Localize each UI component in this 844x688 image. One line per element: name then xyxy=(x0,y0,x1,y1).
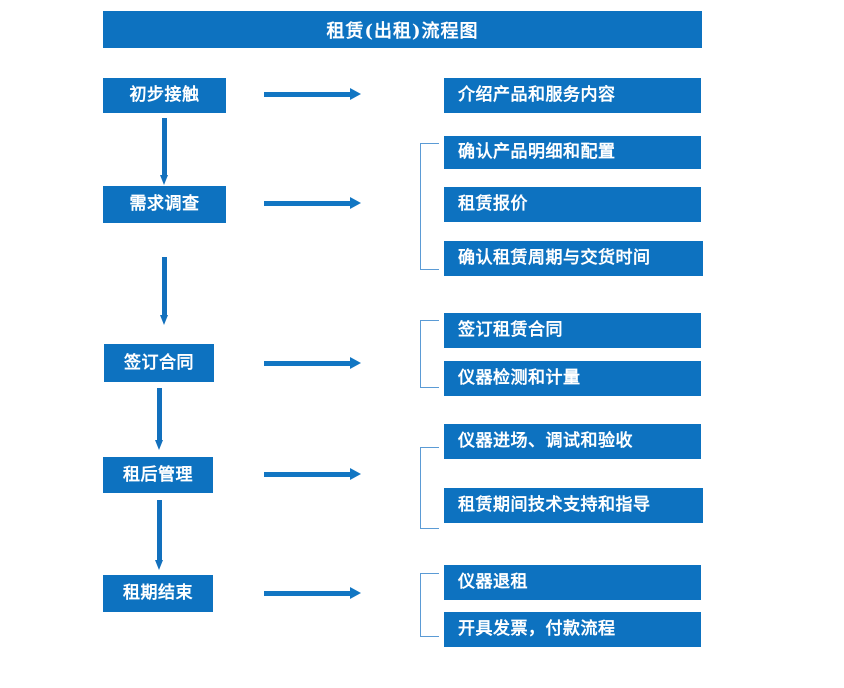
stage-box-chubujiechu[interactable]: 初步接触 xyxy=(103,78,226,113)
detail-box-kaijufapiao[interactable]: 开具发票，付款流程 xyxy=(444,612,701,647)
stage-box-zuqijieshu[interactable]: 租期结束 xyxy=(103,575,213,612)
arrow-down-stage-2-to-3 xyxy=(160,257,169,325)
group-bracket-stage-3 xyxy=(420,320,439,388)
stage-box-xuqiudiaocha[interactable]: 需求调查 xyxy=(103,186,226,223)
detail-box-yiqijiance[interactable]: 仪器检测和计量 xyxy=(444,361,701,396)
arrow-down-stage-3-to-4 xyxy=(155,388,164,450)
arrow-right-stage-5 xyxy=(264,587,361,599)
arrow-right-stage-1 xyxy=(264,88,361,100)
group-bracket-stage-4 xyxy=(420,447,439,529)
page-title: 租赁(出租)流程图 xyxy=(103,11,702,48)
detail-box-zulinbaojia[interactable]: 租赁报价 xyxy=(444,187,701,222)
detail-box-qiandingzulinhetong[interactable]: 签订租赁合同 xyxy=(444,313,701,348)
detail-box-yiqijinchang[interactable]: 仪器进场、调试和验收 xyxy=(444,424,701,459)
group-bracket-stage-2 xyxy=(420,143,439,270)
detail-box-querenzhouqi[interactable]: 确认租赁周期与交货时间 xyxy=(444,241,703,276)
detail-box-jishuzhichi[interactable]: 租赁期间技术支持和指导 xyxy=(444,488,703,523)
detail-box-yiqituizu[interactable]: 仪器退租 xyxy=(444,565,701,600)
arrow-right-stage-3 xyxy=(264,357,361,369)
arrow-right-stage-2 xyxy=(264,197,361,209)
arrow-down-stage-1-to-2 xyxy=(160,118,169,185)
arrow-right-stage-4 xyxy=(264,468,361,480)
detail-box-jieshaochanpin[interactable]: 介绍产品和服务内容 xyxy=(444,78,701,113)
arrow-down-stage-4-to-5 xyxy=(155,500,164,570)
stage-box-zuhouguanli[interactable]: 租后管理 xyxy=(103,457,213,493)
stage-box-qiandinghetong[interactable]: 签订合同 xyxy=(104,344,214,382)
detail-box-querenchanpin[interactable]: 确认产品明细和配置 xyxy=(444,136,701,169)
group-bracket-stage-5 xyxy=(420,573,439,637)
